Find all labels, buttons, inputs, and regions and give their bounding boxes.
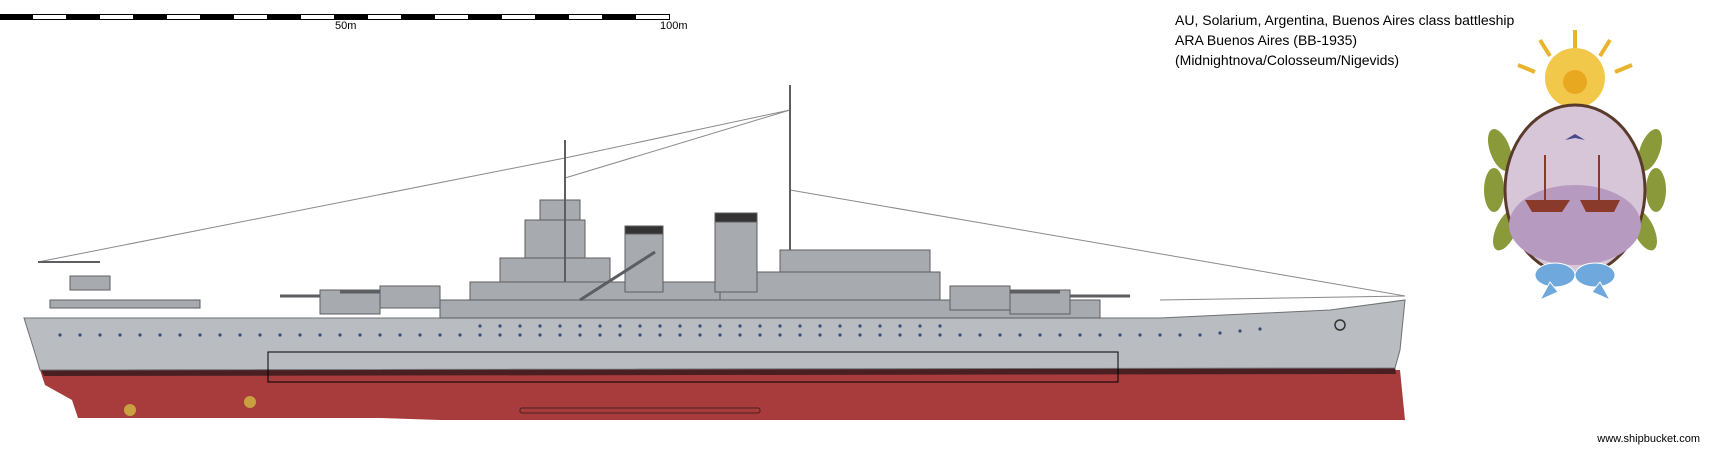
armor-belt (267, 351, 1119, 383)
gun-barrels (280, 290, 1130, 298)
laurel-wreath-icon (1484, 129, 1666, 251)
superstructure (439, 199, 1101, 319)
rigging-lines (37, 109, 1406, 297)
sailing-ships-icon (1525, 155, 1620, 212)
info-line-authors: (Midnightnova/Colosseum/Nigevids) (1175, 52, 1400, 68)
gun-turrets (319, 285, 1071, 315)
sun-icon (1517, 30, 1633, 108)
scale-segments (0, 14, 670, 20)
bow-crest (1334, 319, 1346, 331)
propellers (124, 396, 256, 416)
scale-end-label: 100m (660, 20, 688, 32)
shield-sea (1509, 185, 1641, 265)
stern-aircraft (38, 261, 201, 309)
scale-bar (0, 14, 670, 20)
bow-railing (1159, 295, 1406, 301)
funnels (624, 212, 758, 293)
info-line-ship: ARA Buenos Aires (BB-1935) (1175, 32, 1358, 48)
bilge-keel (519, 407, 761, 414)
dove-icon (1565, 134, 1585, 140)
drawing-info: AU, Solarium, Argentina, Buenos Aires cl… (1175, 10, 1514, 70)
info-line-class: AU, Solarium, Argentina, Buenos Aires cl… (1175, 12, 1515, 28)
masts (564, 85, 791, 282)
ribbon-icon (1534, 262, 1616, 300)
crane-boom (579, 250, 656, 302)
coat-of-arms (1484, 30, 1666, 300)
portholes (58, 324, 1262, 337)
watermark: www.shipbucket.com (1597, 433, 1700, 445)
scale-mid-label: 50m (335, 20, 357, 32)
